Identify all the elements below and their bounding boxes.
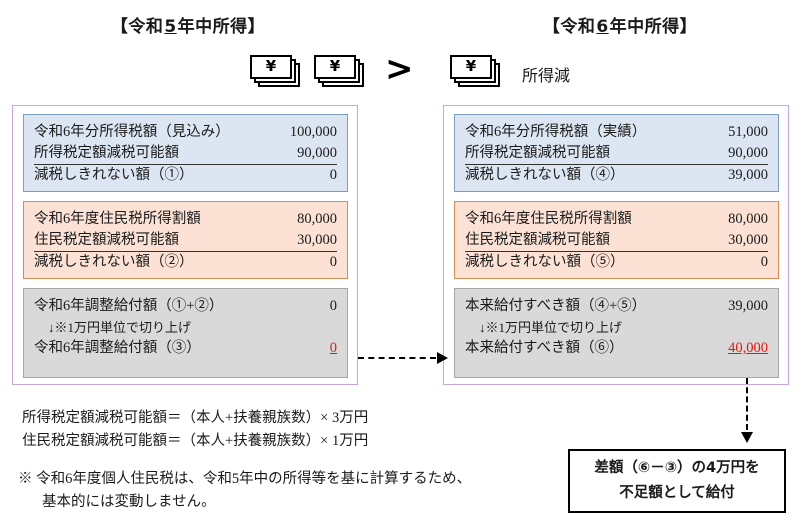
table-row: 減税しきれない額（⑤） 0 bbox=[465, 252, 768, 273]
row-label: 減税しきれない額（④） bbox=[465, 167, 625, 184]
table-row: 減税しきれない額（④） 39,000 bbox=[465, 165, 768, 186]
row-label: 本来給付すべき額（⑥） bbox=[465, 339, 624, 356]
table-row: 減税しきれない額（①） 0 bbox=[34, 165, 337, 186]
row-value: 100,000 bbox=[289, 124, 337, 140]
yen-symbol: ¥ bbox=[465, 57, 477, 75]
yen-symbol: ¥ bbox=[329, 57, 341, 75]
row-value: 0 bbox=[329, 298, 337, 314]
formula-income-tax: 所得税定額減税可能額＝（本人+扶養親族数）× 3万円 bbox=[22, 410, 369, 426]
table-row: 所得税定額減税可能額 90,000 bbox=[34, 143, 337, 166]
income-decrease-label: 所得減 bbox=[522, 68, 571, 85]
money-stack-icon: ¥ bbox=[314, 55, 366, 89]
row-label: 減税しきれない額（⑤） bbox=[465, 254, 625, 271]
row-value: 80,000 bbox=[297, 211, 337, 227]
row-label: 令和6年分所得税額（見込み） bbox=[34, 124, 230, 140]
left-adjustment-section: 令和6年調整給付額（①+②） 0 ↓※1万円単位で切り上げ 令和6年調整給付額（… bbox=[23, 288, 348, 378]
vertical-dashed-arrow bbox=[741, 378, 755, 443]
callout-line2: 不足額として給付 bbox=[619, 485, 735, 501]
right-panel: 令和6年分所得税額（実績） 51,000 所得税定額減税可能額 90,000 減… bbox=[443, 105, 789, 385]
table-row: 本来給付すべき額（④+⑤） 39,000 bbox=[465, 296, 768, 318]
row-value: 0 bbox=[760, 254, 768, 271]
table-row: 住民税定額減税可能額 30,000 bbox=[34, 230, 337, 253]
left-header-prefix: 【令和 bbox=[110, 17, 164, 37]
row-value: 90,000 bbox=[297, 145, 337, 162]
table-row: 令和6年調整給付額（③） 0 bbox=[34, 338, 337, 360]
money-stack-icon: ¥ bbox=[450, 55, 502, 89]
right-money-icons: ¥ 所得減 bbox=[450, 55, 570, 100]
right-header-suffix: 年中所得】 bbox=[609, 17, 698, 37]
table-row: 減税しきれない額（②） 0 bbox=[34, 252, 337, 273]
roundup-note: ↓※1万円単位で切り上げ bbox=[479, 319, 623, 335]
table-row: 令和6年度住民税所得割額 80,000 bbox=[465, 209, 768, 230]
table-row: 令和6年分所得税額（見込み） 100,000 bbox=[34, 122, 337, 143]
row-value: 0 bbox=[329, 167, 337, 184]
left-column-header: 【令和5年中所得】 bbox=[18, 12, 358, 37]
row-value: 51,000 bbox=[728, 124, 768, 140]
right-column-header: 【令和6年中所得】 bbox=[450, 12, 790, 37]
row-label: 住民税定額減税可能額 bbox=[34, 232, 179, 249]
table-row: 所得税定額減税可能額 90,000 bbox=[465, 143, 768, 166]
table-row: 令和6年調整給付額（①+②） 0 bbox=[34, 296, 337, 318]
row-value: 39,000 bbox=[728, 298, 768, 314]
right-resident-tax-section: 令和6年度住民税所得割額 80,000 住民税定額減税可能額 30,000 減税… bbox=[454, 201, 779, 279]
callout-line1: 差額（⑥－③）の4万円を bbox=[594, 459, 760, 476]
row-label: 令和6年調整給付額（③） bbox=[34, 339, 201, 356]
row-label: 令和6年分所得税額（実績） bbox=[465, 124, 647, 140]
row-label: 所得税定額減税可能額 bbox=[34, 145, 179, 162]
yen-symbol: ¥ bbox=[265, 57, 277, 75]
remark-line1: ※ 令和6年度個人住民税は、令和5年中の所得等を基に計算するため、 bbox=[18, 471, 472, 487]
left-resident-tax-section: 令和6年度住民税所得割額 80,000 住民税定額減税可能額 30,000 減税… bbox=[23, 201, 348, 279]
money-stack-icon: ¥ bbox=[250, 55, 302, 89]
right-header-prefix: 【令和 bbox=[542, 17, 596, 37]
row-label: 令和6年調整給付額（①+②） bbox=[34, 298, 224, 314]
formula-resident-tax: 住民税定額減税可能額＝（本人+扶養親族数）× 1万円 bbox=[22, 433, 369, 450]
row-value: 39,000 bbox=[728, 167, 768, 184]
horizontal-dashed-arrow bbox=[358, 352, 448, 364]
table-row: 令和6年度住民税所得割額 80,000 bbox=[34, 209, 337, 230]
row-value: 0 bbox=[329, 254, 337, 271]
row-value: 90,000 bbox=[728, 145, 768, 162]
row-label: 所得税定額減税可能額 bbox=[465, 145, 610, 162]
row-label: 減税しきれない額（①） bbox=[34, 167, 194, 184]
remark-line2: 基本的には変動しません。 bbox=[42, 494, 216, 511]
table-row: 住民税定額減税可能額 30,000 bbox=[465, 230, 768, 253]
row-value-highlighted: 0 bbox=[329, 339, 337, 356]
roundup-note: ↓※1万円単位で切り上げ bbox=[48, 319, 192, 335]
row-label: 減税しきれない額（②） bbox=[34, 254, 194, 271]
left-panel: 令和6年分所得税額（見込み） 100,000 所得税定額減税可能額 90,000… bbox=[12, 105, 358, 385]
left-header-year: 5 bbox=[164, 17, 177, 37]
row-value: 80,000 bbox=[728, 211, 768, 227]
remark-note: ※ 令和6年度個人住民税は、令和5年中の所得等を基に計算するため、 基本的には変… bbox=[18, 468, 471, 515]
left-income-tax-section: 令和6年分所得税額（見込み） 100,000 所得税定額減税可能額 90,000… bbox=[23, 114, 348, 192]
row-label: 本来給付すべき額（④+⑤） bbox=[465, 298, 647, 314]
formula-notes: 所得税定額減税可能額＝（本人+扶養親族数）× 3万円 住民税定額減税可能額＝（本… bbox=[22, 407, 368, 454]
row-label: 令和6年度住民税所得割額 bbox=[465, 211, 632, 227]
greater-than-icon: > bbox=[385, 49, 414, 89]
right-income-tax-section: 令和6年分所得税額（実績） 51,000 所得税定額減税可能額 90,000 減… bbox=[454, 114, 779, 192]
right-adjustment-section: 本来給付すべき額（④+⑤） 39,000 ↓※1万円単位で切り上げ 本来給付すべ… bbox=[454, 288, 779, 378]
right-header-year: 6 bbox=[596, 17, 609, 37]
callout-box: 差額（⑥－③）の4万円を 不足額として給付 bbox=[568, 449, 786, 513]
row-value-highlighted: 40,000 bbox=[728, 339, 768, 356]
row-label: 令和6年度住民税所得割額 bbox=[34, 211, 201, 227]
left-money-icons: ¥ ¥ bbox=[250, 55, 374, 100]
table-row: 令和6年分所得税額（実績） 51,000 bbox=[465, 122, 768, 143]
table-row: 本来給付すべき額（⑥） 40,000 bbox=[465, 338, 768, 360]
row-label: 住民税定額減税可能額 bbox=[465, 232, 610, 249]
left-header-suffix: 年中所得】 bbox=[177, 17, 266, 37]
row-value: 30,000 bbox=[728, 232, 768, 249]
row-value: 30,000 bbox=[297, 232, 337, 249]
